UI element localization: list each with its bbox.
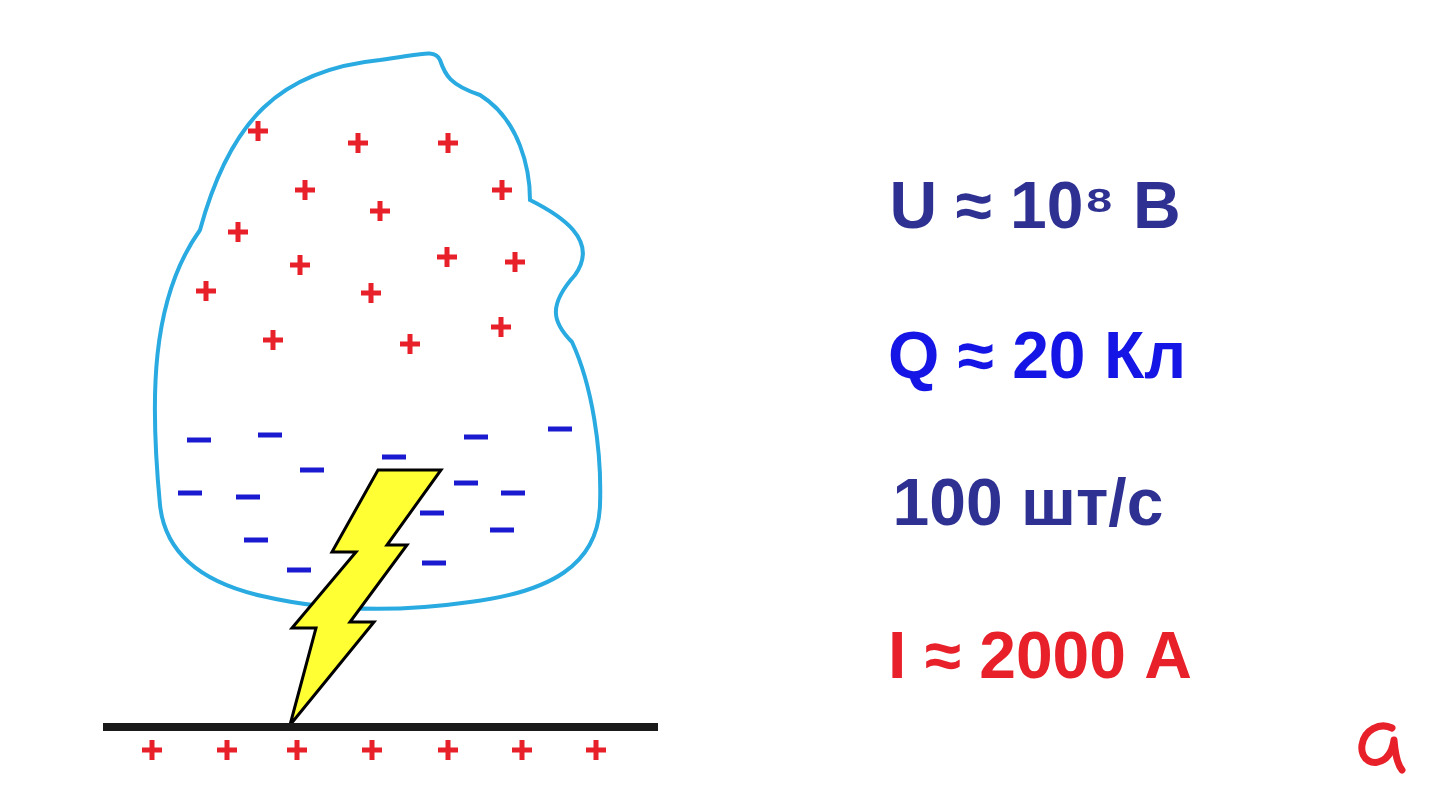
plus-sign [217, 740, 237, 760]
current-value: I ≈ 2000 А [888, 619, 1192, 692]
plus-sign [228, 222, 248, 242]
plus-sign [505, 252, 525, 272]
plus-sign [348, 133, 368, 153]
rate-value: 100 шт/с [893, 466, 1164, 539]
plus-sign [295, 180, 315, 200]
plus-sign [287, 740, 307, 760]
plus-sign [142, 740, 162, 760]
minus-sign [287, 568, 311, 573]
charge-value: Q ≈ 20 Кл [888, 319, 1186, 392]
plus-sign [512, 740, 532, 760]
plus-sign [196, 281, 216, 301]
plus-sign [438, 740, 458, 760]
plus-sign [263, 330, 283, 350]
plus-sign [361, 283, 381, 303]
plus-sign [492, 180, 512, 200]
ground-line [103, 723, 658, 731]
plus-sign [370, 201, 390, 221]
plus-sign [586, 740, 606, 760]
minus-sign [300, 468, 324, 473]
plus-sign [400, 334, 420, 354]
plus-sign [362, 740, 382, 760]
minus-sign [422, 561, 446, 566]
minus-sign [464, 435, 488, 440]
plus-sign [248, 121, 268, 141]
plus-sign [437, 247, 457, 267]
minus-sign [178, 491, 202, 496]
minus-sign [236, 495, 260, 500]
voltage-value: U ≈ 10⁸ В [889, 169, 1180, 242]
minus-sign [420, 511, 444, 516]
minus-sign [490, 528, 514, 533]
minus-sign [548, 427, 572, 432]
minus-sign [258, 433, 282, 438]
minus-sign [382, 455, 406, 460]
channel-logo [1362, 726, 1402, 770]
lightning-bolt [290, 470, 441, 725]
charge-signs [142, 121, 606, 760]
minus-sign [454, 481, 478, 486]
minus-sign [244, 538, 268, 543]
minus-sign [187, 438, 211, 443]
plus-sign [491, 317, 511, 337]
plus-sign [290, 255, 310, 275]
minus-sign [501, 491, 525, 496]
plus-sign [438, 133, 458, 153]
